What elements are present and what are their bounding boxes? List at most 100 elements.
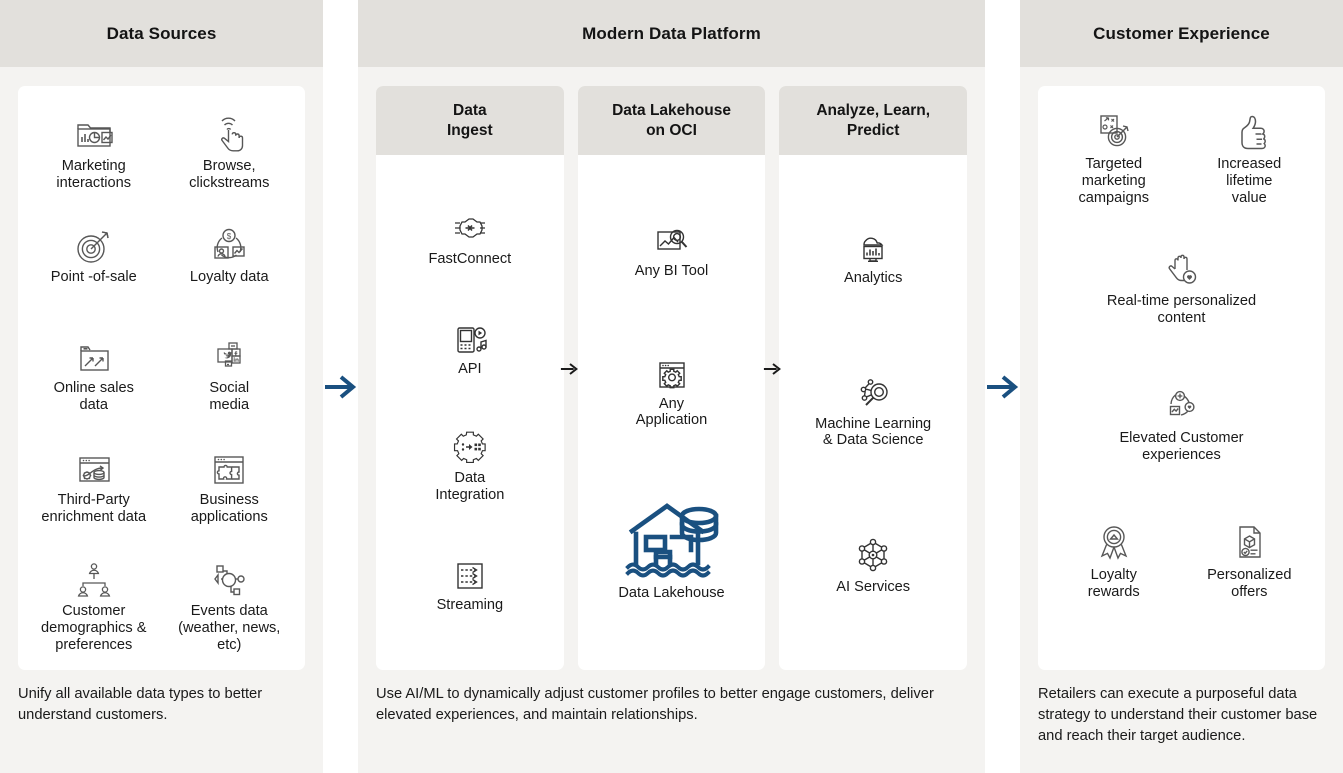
- column-modern-data-platform: Modern Data Platform Data Ingest: [358, 0, 985, 773]
- cx-item-elevated-customer-experiences[interactable]: Elevated Customer experiences: [1076, 382, 1287, 464]
- platform-item-any-application[interactable]: Any Application: [636, 348, 707, 430]
- data-sources-body: Marketing interactions Browse, clickstre…: [0, 67, 323, 670]
- ai-services-icon: [852, 531, 894, 575]
- arrow-spacer-left: [323, 0, 358, 773]
- platform-item-streaming[interactable]: Streaming: [437, 549, 503, 614]
- cx-row-3: Elevated Customer experiences: [1046, 382, 1317, 519]
- targeted-marketing-icon: [1093, 108, 1135, 152]
- subpanel-data-lakehouse-body: Any BI Tool: [578, 155, 766, 670]
- source-item-third-party-data[interactable]: Third-Party enrichment data: [26, 438, 162, 526]
- cx-title: Customer Experience: [1093, 23, 1270, 43]
- data-sources-title: Data Sources: [106, 23, 217, 43]
- cx-header: Customer Experience: [1020, 0, 1343, 67]
- svg-text:$: $: [227, 232, 232, 241]
- cx-row-2: Real-time personalized content: [1046, 245, 1317, 382]
- growth-chart-icon: [74, 332, 114, 376]
- flow-arrow-ingest-to-lakehouse: [560, 359, 580, 379]
- platform-label: Any BI Tool: [634, 262, 709, 279]
- cx-row-4: Loyalty rewards: [1046, 519, 1317, 656]
- hand-heart-icon: [1162, 245, 1202, 289]
- source-label: Loyalty data: [189, 269, 269, 286]
- platform-label: Data Lakehouse: [618, 585, 725, 602]
- platform-item-fastconnect[interactable]: FastConnect: [428, 203, 511, 268]
- flow-arrow-platform-to-cx: [985, 372, 1020, 402]
- ml-magnifier-icon: [852, 368, 894, 412]
- subpanel-data-lakehouse: Data Lakehouse on OCI: [577, 86, 766, 670]
- platform-item-api[interactable]: API: [450, 313, 490, 378]
- org-people-icon: [73, 555, 115, 599]
- source-item-point-of-sale[interactable]: Point -of-sale: [26, 215, 162, 286]
- platform-label: API: [458, 360, 482, 377]
- cx-item-loyalty-rewards[interactable]: Loyalty rewards: [1046, 519, 1182, 601]
- subpanel-data-ingest: Data Ingest FastConnect: [376, 86, 564, 670]
- cx-item-realtime-personalized-content[interactable]: Real-time personalized content: [1076, 245, 1287, 327]
- cx-body-wrap: Targeted marketing campaigns Increased l…: [1020, 67, 1343, 670]
- subpanel-title: Data Ingest: [447, 102, 493, 139]
- source-label: Business applications: [190, 491, 268, 525]
- cx-label: Loyalty rewards: [1087, 567, 1140, 600]
- subpanel-analyze-learn-predict: Analyze, Learn, Predict: [779, 86, 968, 670]
- cx-label: Real-time personalized content: [1106, 293, 1257, 326]
- source-label: Customer demographics & preferences: [41, 602, 147, 653]
- events-network-icon: [208, 555, 250, 599]
- platform-label: AI Services: [836, 578, 911, 595]
- streaming-icon: [450, 549, 490, 593]
- fastconnect-icon: [447, 203, 493, 247]
- analytics-cloud-icon: [853, 222, 893, 266]
- platform-label: Machine Learning & Data Science: [815, 415, 932, 449]
- subpanel-title: Analyze, Learn, Predict: [816, 102, 931, 139]
- platform-label: Data Integration: [435, 470, 505, 504]
- cx-label: Elevated Customer experiences: [1119, 430, 1244, 463]
- subpanel-title: Data Lakehouse on OCI: [612, 102, 731, 139]
- column-data-sources: Data Sources: [0, 0, 323, 773]
- api-device-icon: [450, 313, 490, 357]
- arrow-spacer-right: [985, 0, 1020, 773]
- platform-item-data-integration[interactable]: Data Integration: [435, 422, 504, 504]
- source-item-browse-clickstreams[interactable]: Browse, clickstreams: [162, 104, 298, 192]
- marketing-chart-icon: [73, 110, 115, 154]
- source-label: Social media: [209, 380, 250, 414]
- hand-touch-icon: [210, 110, 248, 154]
- cx-footer: Retailers can execute a purposeful data …: [1038, 686, 1318, 744]
- source-item-loyalty-data[interactable]: $ Loyalty data: [162, 215, 298, 286]
- source-item-events-data[interactable]: Events data (weather, news, etc): [162, 549, 298, 654]
- cx-label: Increased lifetime value: [1217, 156, 1282, 206]
- source-label: Point -of-sale: [50, 269, 137, 286]
- cx-item-targeted-marketing[interactable]: Targeted marketing campaigns: [1046, 108, 1182, 207]
- subpanel-data-ingest-header: Data Ingest: [376, 86, 564, 155]
- platform-subpanels: Data Ingest FastConnect: [358, 67, 985, 670]
- cx-label: Personalized offers: [1207, 567, 1292, 600]
- platform-item-machine-learning[interactable]: Machine Learning & Data Science: [815, 368, 931, 450]
- third-party-data-icon: [74, 444, 114, 488]
- app-gear-window-icon: [653, 348, 691, 392]
- platform-footer: Use AI/ML to dynamically adjust customer…: [376, 686, 934, 723]
- source-item-social-media[interactable]: Social media: [162, 326, 298, 414]
- source-item-online-sales-data[interactable]: Online sales data: [26, 326, 162, 414]
- gear-data-icon: [449, 422, 491, 466]
- data-sources-grid: Marketing interactions Browse, clickstre…: [18, 86, 305, 670]
- flow-arrow-sources-to-platform: [323, 372, 358, 402]
- platform-item-any-bi-tool[interactable]: Any BI Tool: [634, 215, 709, 280]
- platform-item-data-lakehouse[interactable]: Data Lakehouse: [618, 501, 725, 602]
- source-item-marketing-interactions[interactable]: Marketing interactions: [26, 104, 162, 192]
- source-label: Marketing interactions: [56, 158, 132, 191]
- loyalty-ribbon-icon: [1094, 519, 1134, 563]
- platform-label: FastConnect: [428, 251, 512, 268]
- source-item-customer-demographics[interactable]: Customer demographics & preferences: [26, 549, 162, 654]
- source-item-business-applications[interactable]: Business applications: [162, 438, 298, 526]
- thumbs-up-icon: [1229, 108, 1269, 152]
- platform-item-ai-services[interactable]: AI Services: [836, 531, 910, 596]
- data-lakehouse-icon: [620, 501, 724, 581]
- cx-item-personalized-offers[interactable]: Personalized offers: [1182, 519, 1318, 601]
- cx-grid: Targeted marketing campaigns Increased l…: [1038, 86, 1325, 670]
- cx-item-increased-lifetime-value[interactable]: Increased lifetime value: [1182, 108, 1318, 207]
- data-sources-header: Data Sources: [0, 0, 323, 67]
- source-label: Online sales data: [53, 380, 134, 414]
- subpanel-analyze-header: Analyze, Learn, Predict: [779, 86, 968, 155]
- subpanel-analyze-body: Analytics: [779, 155, 967, 670]
- subpanel-data-ingest-body: FastConnect: [376, 155, 564, 670]
- cx-row-1: Targeted marketing campaigns Increased l…: [1046, 108, 1317, 245]
- platform-label: Analytics: [843, 269, 903, 286]
- platform-item-analytics[interactable]: Analytics: [844, 222, 902, 287]
